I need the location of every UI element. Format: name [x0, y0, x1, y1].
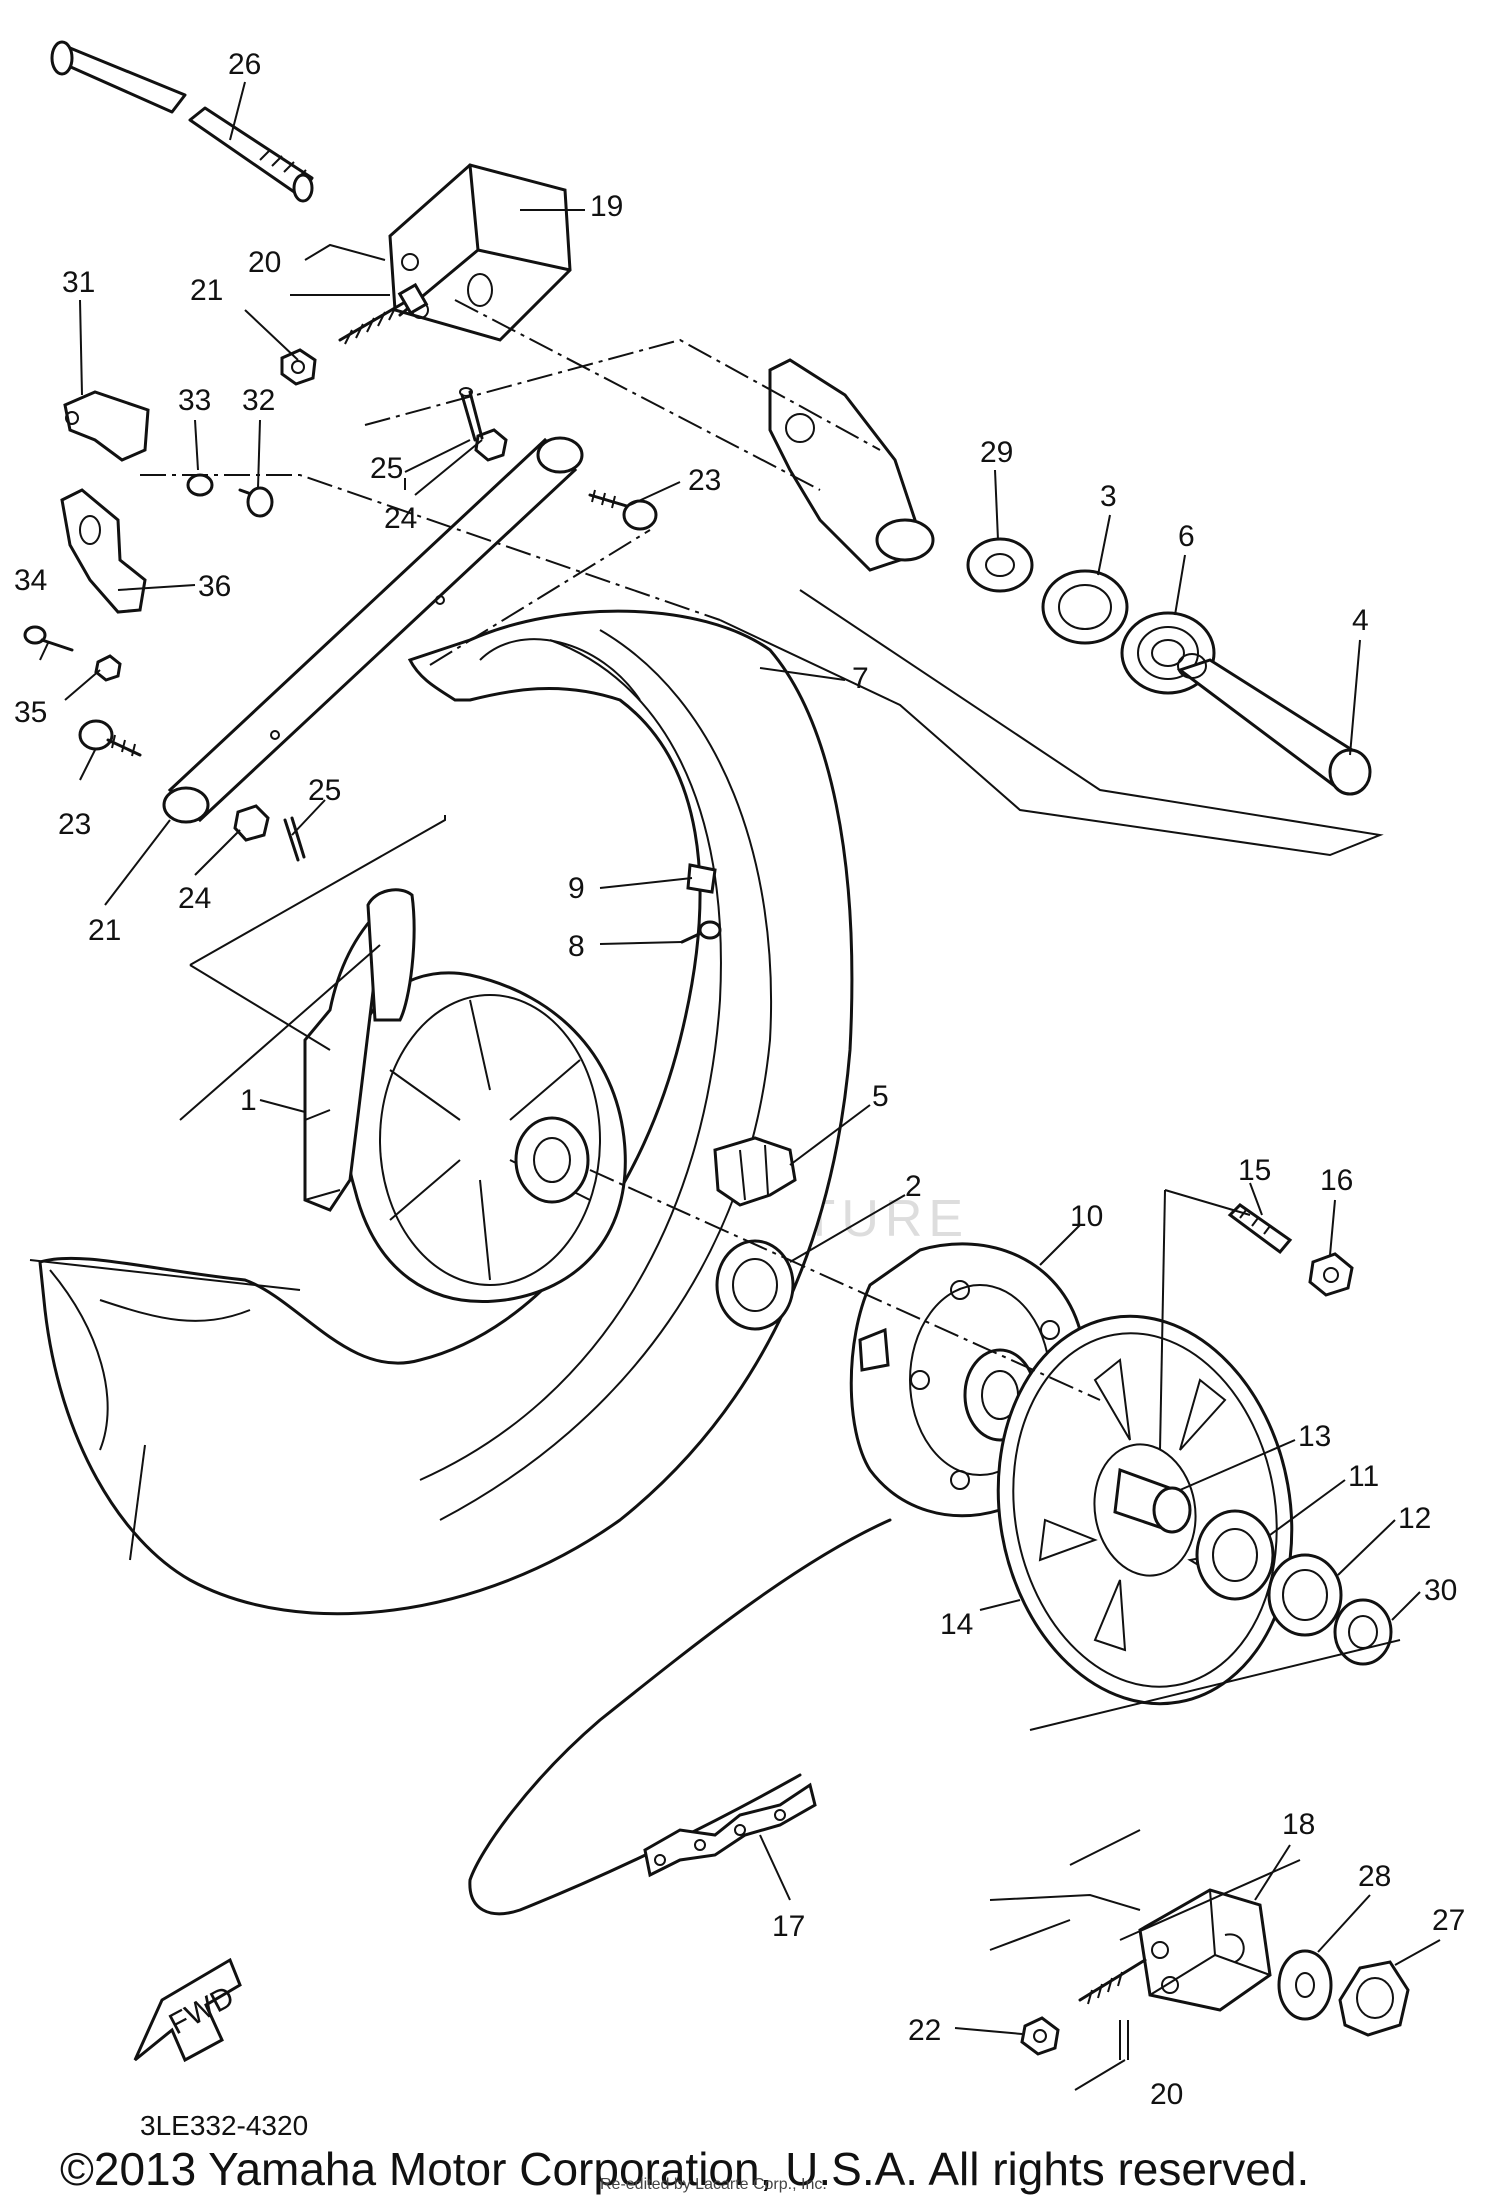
callout-27: 27 [1432, 1904, 1465, 1937]
callout-28: 28 [1358, 1860, 1391, 1893]
callout-3: 3 [1100, 480, 1117, 513]
part-3-oil-seal [1041, 569, 1129, 645]
brake-caliper-bracket [768, 358, 935, 572]
callout-35: 35 [14, 696, 47, 729]
part-5-damper [713, 1136, 797, 1207]
subnote-text: Re-edited by Lacarte Corp., Inc. [600, 2176, 827, 2193]
callout-33: 33 [178, 384, 211, 417]
callout-23b: 23 [58, 808, 91, 841]
part-28-washer [1277, 1949, 1333, 2021]
callout-23: 23 [688, 464, 721, 497]
callout-21: 21 [190, 274, 223, 307]
callout-36: 36 [198, 570, 231, 603]
callout-12: 12 [1398, 1502, 1431, 1535]
callout-6: 6 [1178, 520, 1195, 553]
callout-29: 29 [980, 436, 1013, 469]
callout-17: 17 [772, 1910, 805, 1943]
part-7-tire [38, 609, 854, 1616]
callout-20b: 20 [1150, 2078, 1183, 2111]
callout-31: 31 [62, 266, 95, 299]
callout-2: 2 [905, 1170, 922, 1203]
assembly-lines [29, 299, 1401, 2091]
part-23-bolt-lower [78, 719, 142, 757]
part-18-adjuster-block [1138, 1888, 1272, 2012]
part-32-screw [238, 486, 274, 518]
copyright-notice: ©2013 Yamaha Motor Corporation, U.S.A. A… [60, 2143, 1310, 2195]
part-8-valve [680, 920, 722, 944]
callout-10: 10 [1070, 1200, 1103, 1233]
part-29-collar [966, 537, 1034, 593]
part-9-balance-weight [686, 863, 717, 894]
callout-24b: 24 [178, 882, 211, 915]
part-20-adjust-bolt-top [338, 282, 429, 345]
callout-34: 34 [14, 564, 47, 597]
callout-25b: 25 [308, 774, 341, 807]
callout-labels: 26 19 20 21 31 33 32 25 24 23 29 3 6 4 7… [14, 48, 1465, 2111]
callout-19: 19 [590, 190, 623, 223]
callout-1: 1 [240, 1084, 257, 1117]
part-24-nut-upper [474, 428, 508, 462]
callout-leaders [39, 81, 1441, 2035]
callout-16: 16 [1320, 1164, 1353, 1197]
callout-13: 13 [1298, 1420, 1331, 1453]
part-16-nut [1308, 1252, 1354, 1297]
callout-5: 5 [872, 1080, 889, 1113]
part-27-axle-nut [1338, 1960, 1410, 2037]
part-21-nut-lower [1020, 2016, 1060, 2056]
part-1-cast-wheel [303, 888, 627, 1303]
part-36-bracket [60, 488, 147, 614]
part-33-washer [186, 473, 214, 497]
part-11-bearing [1195, 1509, 1275, 1601]
callout-25: 25 [370, 452, 403, 485]
callout-15: 15 [1238, 1154, 1271, 1187]
callout-7: 7 [852, 662, 869, 695]
part-13-collar [1113, 1467, 1192, 1534]
callout-32: 32 [242, 384, 275, 417]
part-35-nut [94, 654, 122, 682]
diagram-code: 3LE332-4320 [140, 2110, 309, 2141]
part-25-cotter-pin-upper [459, 387, 484, 442]
part-12-oil-seal [1267, 1553, 1343, 1637]
callout-4: 4 [1352, 604, 1369, 637]
callout-30: 30 [1424, 1574, 1457, 1607]
callout-18: 18 [1282, 1808, 1315, 1841]
part-19-adjuster-block [388, 163, 572, 342]
part-26-pivot-shaft [50, 40, 314, 203]
part-2-bearing [715, 1239, 795, 1331]
part-23-bolt-upper [588, 489, 658, 531]
callout-24: 24 [384, 502, 417, 535]
callout-26: 26 [228, 48, 261, 81]
fwd-arrow-badge: FWD [133, 1957, 242, 2063]
part-34-bolt [23, 625, 74, 652]
part-31-bracket [63, 390, 150, 462]
part-17-drive-chain [468, 1518, 892, 1916]
part-21-nut-top [280, 348, 317, 386]
callout-9: 9 [568, 872, 585, 905]
callout-20: 20 [248, 246, 281, 279]
callout-22: 21 [88, 914, 121, 947]
callout-8: 8 [568, 930, 585, 963]
callout-14: 14 [940, 1608, 973, 1641]
part-20-adjust-bolt-lower [1078, 1958, 1147, 2005]
part-4-collar [1176, 653, 1372, 796]
part-24-nut-lower [233, 804, 270, 842]
part-25-cotter-pin-lower [283, 816, 306, 862]
part-15-stud-bolt [1227, 1203, 1293, 1255]
callout-11: 11 [1348, 1460, 1379, 1493]
callout-21b: 22 [908, 2014, 941, 2047]
